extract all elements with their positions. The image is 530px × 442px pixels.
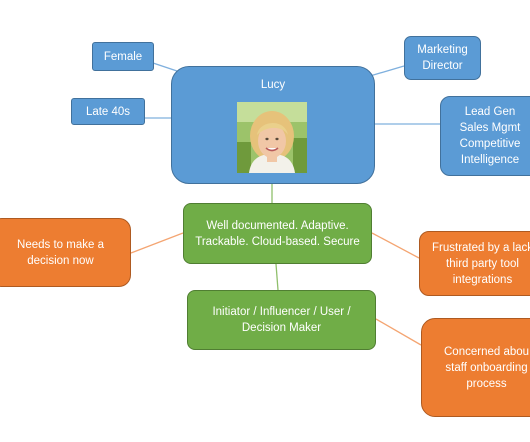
integrations-text: Frustrated by a lack third party tool in… xyxy=(432,241,530,286)
requirements-node: Well documented. Adaptive. Trackable. Cl… xyxy=(183,203,372,264)
gender-text: Female xyxy=(103,50,143,63)
integrations-node: Frustrated by a lack third party tool in… xyxy=(419,231,530,296)
portrait-photo xyxy=(237,102,307,173)
role-node: Marketing Director xyxy=(404,36,481,80)
decision-text: Needs to make a decision now xyxy=(17,238,104,267)
link-requirements-integrations xyxy=(371,232,420,259)
link-requirements-buying-role xyxy=(275,263,279,291)
link-requirements-decision xyxy=(130,232,184,254)
responsibilities-text: Lead Gen Sales Mgmt Competitive Intellig… xyxy=(459,106,521,166)
onboarding-node: Concerned abou staff onboarding process xyxy=(421,318,530,417)
gender-node: Female xyxy=(92,42,154,71)
link-center-role xyxy=(369,65,405,77)
buying-role-text: Initiator / Influencer / User / Decision… xyxy=(212,306,351,334)
center-name: Lucy xyxy=(260,79,286,91)
requirements-text: Well documented. Adaptive. Trackable. Cl… xyxy=(195,219,360,248)
role-text: Marketing Director xyxy=(417,44,468,72)
age-text: Late 40s xyxy=(85,105,131,118)
responsibilities-node: Lead Gen Sales Mgmt Competitive Intellig… xyxy=(440,96,530,176)
onboarding-text: Concerned abou staff onboarding process xyxy=(444,345,530,390)
age-node: Late 40s xyxy=(71,98,145,125)
decision-node: Needs to make a decision now xyxy=(0,218,131,287)
buying-role-node: Initiator / Influencer / User / Decision… xyxy=(187,290,376,350)
link-buying-role-onboarding xyxy=(375,318,422,346)
